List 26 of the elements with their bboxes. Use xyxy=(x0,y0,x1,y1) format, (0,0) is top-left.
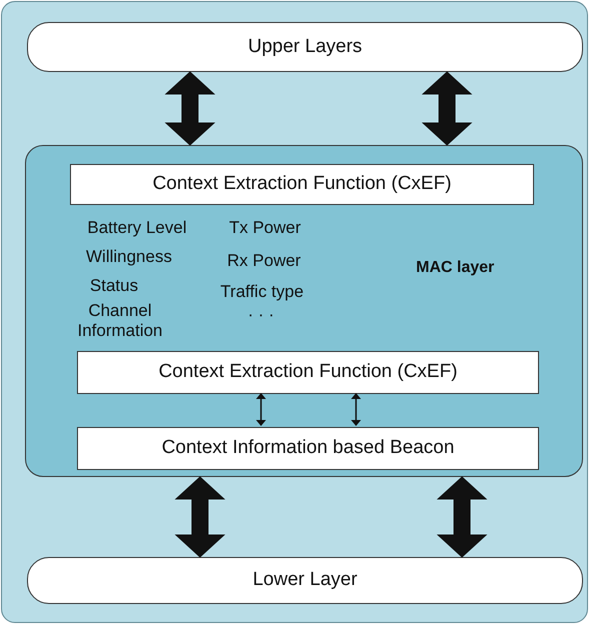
box-title: Context Information based Beacon xyxy=(162,436,454,460)
context-parameter: Willingness xyxy=(85,247,173,267)
beacon-box xyxy=(77,427,539,470)
double-block-arrow xyxy=(174,476,226,558)
box-title: Upper Layers xyxy=(248,34,362,59)
context-parameter: Rx Power xyxy=(226,251,302,271)
function-box xyxy=(70,164,534,205)
context-parameter: Tx Power xyxy=(228,218,302,238)
context-parameter: Battery Level xyxy=(86,218,188,238)
box-title: Context Extraction Function (CxEF) xyxy=(158,360,458,384)
function-box xyxy=(77,351,539,394)
box-title: Context Extraction Function (CxEF) xyxy=(152,172,452,196)
layer-panel xyxy=(25,145,583,477)
layer-box xyxy=(27,22,583,72)
double-arrow xyxy=(256,393,266,426)
context-parameter: Traffic type xyxy=(219,282,305,302)
layer-title: MAC layer xyxy=(416,258,494,278)
double-block-arrow xyxy=(164,71,216,146)
context-parameter: · · · xyxy=(246,305,276,325)
context-parameter: Status xyxy=(88,276,140,296)
double-arrow xyxy=(351,393,361,426)
double-block-arrow xyxy=(422,71,472,146)
layer-box xyxy=(27,557,583,604)
double-block-arrow xyxy=(436,476,488,558)
context-parameter: Channel Information xyxy=(76,301,164,341)
box-title: Lower Layer xyxy=(252,568,358,592)
